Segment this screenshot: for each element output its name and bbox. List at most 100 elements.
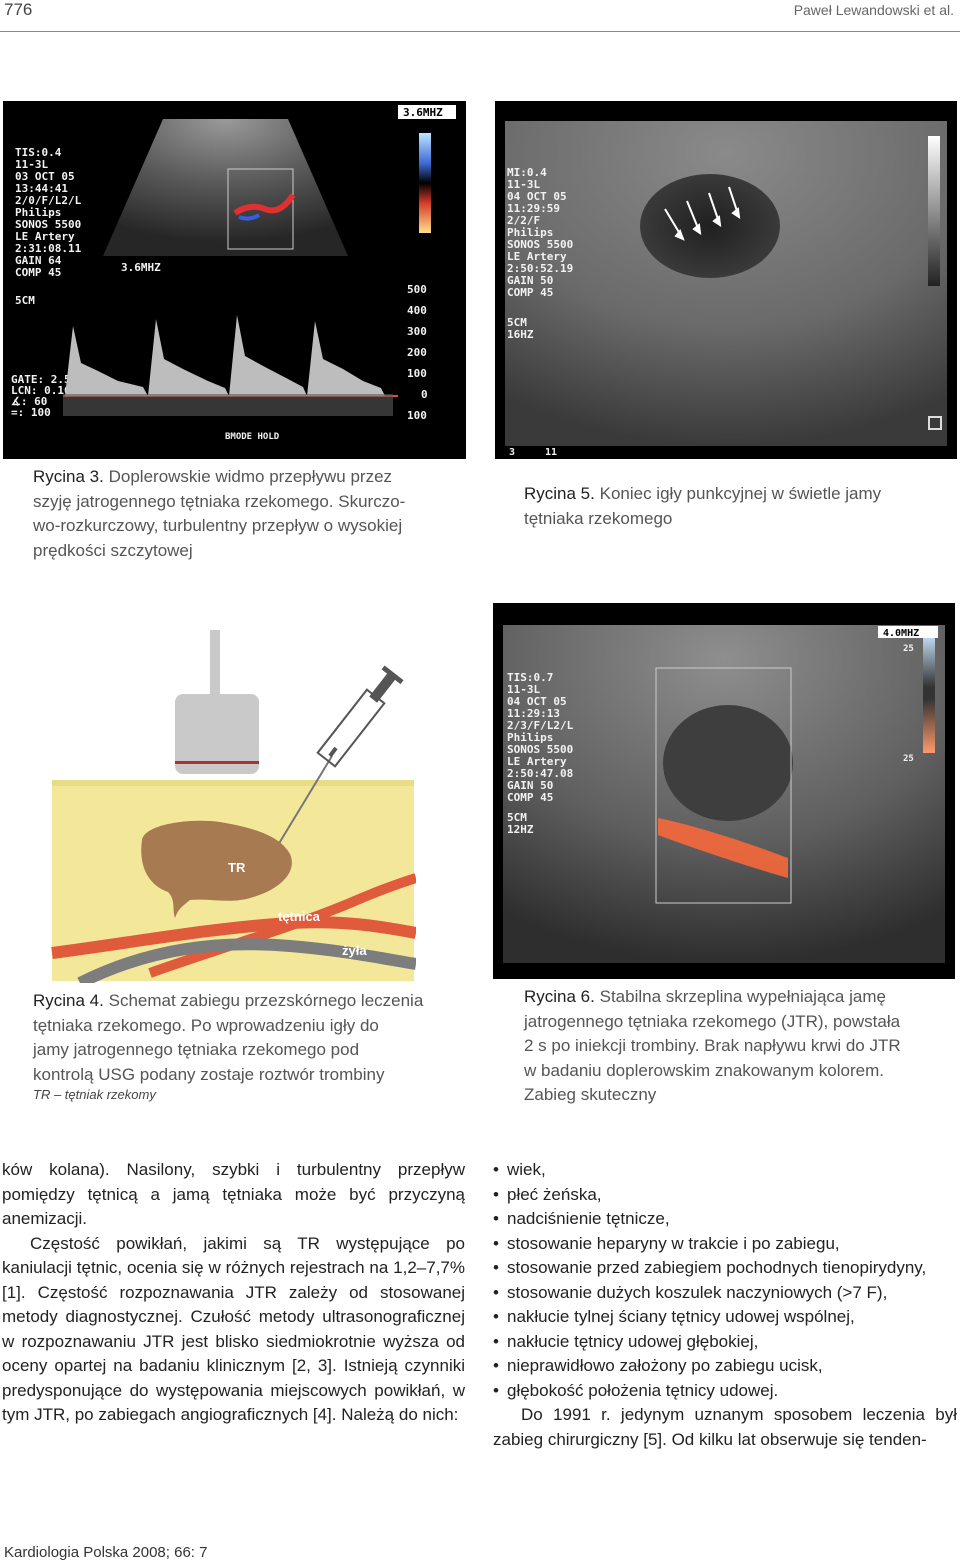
figure-3-label: Rycina 3. <box>33 467 104 486</box>
f6-param: TIS:0.7 <box>507 671 553 684</box>
figure-5-image: MI:0.4 11-3L 04 OCT 05 11:29:59 2/2/F Ph… <box>495 101 957 459</box>
needle <box>271 755 333 856</box>
ultrasound-probe <box>175 694 259 774</box>
f6-param: 2:50:47.08 <box>507 767 573 780</box>
f3-scale: 300 <box>407 325 427 338</box>
f5-param: Philips <box>507 226 553 239</box>
f3-freq-top: 3.6MHZ <box>403 106 443 119</box>
f5-param: 11:29:59 <box>507 202 560 215</box>
f6-param: COMP 45 <box>507 791 553 804</box>
figure-4-caption-line: Schemat zabiegu przezskórnego leczenia <box>108 991 424 1010</box>
f5-param: GAIN 50 <box>507 274 553 287</box>
figure-4-label: Rycina 4. <box>33 991 104 1010</box>
f3-param: SONOS 5500 <box>15 218 81 231</box>
figure-5-label: Rycina 5. <box>524 484 595 503</box>
artery-vessel <box>51 916 418 959</box>
list-item: nieprawidłowo założony po zabiegu ucisk, <box>493 1354 957 1379</box>
header-divider <box>0 31 960 32</box>
figure-4-diagram: TR tętnica żyła <box>50 628 418 989</box>
list-item: głębokość położenia tętnicy udowej. <box>493 1379 957 1404</box>
figure-3-caption: Rycina 3. Doplerowskie widmo przepływu p… <box>33 465 453 563</box>
figure-4-caption-line: tętniaka rzekomego. Po wprowadzeniu igły… <box>33 1015 379 1035</box>
body-left-column: ków kolana). Nasilony, szybki i turbulen… <box>2 1158 465 1428</box>
f3-param: 2/0/F/L2/L <box>15 194 82 207</box>
running-header-authors: Paweł Lewandowski et al. <box>793 2 954 18</box>
f5-depth: 5CM <box>507 316 527 329</box>
f3-gate: =: 100 <box>11 406 51 419</box>
figure-4-note: TR – tętniak rzekomy <box>33 1087 156 1102</box>
figure-6-label: Rycina 6. <box>524 987 595 1006</box>
list-item: nakłucie tętnicy udowej głębokiej, <box>493 1330 957 1355</box>
f3-param: TIS:0.4 <box>15 146 62 159</box>
figure-6-caption-line: jatrogennego tętniaka rzekomego (JTR), p… <box>524 1011 901 1031</box>
f3-param: COMP 45 <box>15 266 61 279</box>
f3-param: LE Artery <box>15 230 75 243</box>
f5-param: COMP 45 <box>507 286 553 299</box>
f6-param: 2/3/F/L2/L <box>507 719 574 732</box>
f5-corner: 3 <box>509 447 515 458</box>
f5-corner: 11 <box>545 447 557 458</box>
list-item: wiek, <box>493 1158 957 1183</box>
list-item: stosowanie przed zabiegiem pochodnych ti… <box>493 1256 957 1281</box>
f5-param: 2:50:52.19 <box>507 262 573 275</box>
f3-param: 03 OCT 05 <box>15 170 75 183</box>
f3-mode: BMODE HOLD <box>225 432 280 442</box>
artery-label: tętnica <box>278 909 321 924</box>
body-right-column: wiek, płeć żeńska, nadciśnienie tętnicze… <box>493 1158 957 1452</box>
figure-5-caption-line: tętniaka rzekomego <box>524 508 673 528</box>
figure-6-caption-line: Stabilna skrzeplina wypełniająca jamę <box>599 987 886 1006</box>
f3-param: 11-3L <box>15 158 48 171</box>
f5-param: MI:0.4 <box>507 166 547 179</box>
f5-param: 04 OCT 05 <box>507 190 567 203</box>
figure-5-caption: Rycina 5. Koniec igły punkcyjnej w świet… <box>524 482 944 531</box>
f3-param: GAIN 64 <box>15 254 62 267</box>
f3-param: 2:31:08.11 <box>15 242 82 255</box>
f6-scale: 25 <box>903 644 914 654</box>
body-paragraph: ków kolana). Nasilony, szybki i turbulen… <box>2 1160 465 1228</box>
page-number: 776 <box>4 0 33 19</box>
f3-scale: 500 <box>407 283 427 296</box>
f3-depth: 5CM <box>15 294 35 307</box>
f3-param: 13:44:41 <box>15 182 68 195</box>
f6-param: 11:29:13 <box>507 707 560 720</box>
f3-scale: 400 <box>407 304 427 317</box>
risk-factor-list: wiek, płeć żeńska, nadciśnienie tętnicze… <box>493 1158 957 1403</box>
tr-label: TR <box>228 860 246 875</box>
f5-param: 11-3L <box>507 178 540 191</box>
f5-param: 2/2/F <box>507 214 540 227</box>
figure-3-caption-line: wo-rozkurczowy, turbulentny przepływ o w… <box>33 516 403 535</box>
f6-param: 11-3L <box>507 683 540 696</box>
figure-6-caption: Rycina 6. Stabilna skrzeplina wypełniają… <box>524 985 944 1108</box>
figure-3-caption-line: szyję jatrogennego tętniaka rzekomego. S… <box>33 491 406 511</box>
f3-scale: 200 <box>407 346 427 359</box>
figure-4-caption: Rycina 4. Schemat zabiegu przezskórnego … <box>33 989 433 1087</box>
f6-param: SONOS 5500 <box>507 743 573 756</box>
figure-3-caption-line: prędkości szczytowej <box>33 540 193 560</box>
figure-3-image: 3.6MHZ TIS:0.4 11-3L 03 OCT 05 13:44:41 … <box>3 101 466 459</box>
f6-param: 04 OCT 05 <box>507 695 567 708</box>
figure-3-caption-line: Doplerowskie widmo przepływu przez <box>108 467 393 486</box>
list-item: nakłucie tylnej ściany tętnicy udowej ws… <box>493 1305 957 1330</box>
f6-param: Philips <box>507 731 553 744</box>
figure-4-caption-line: jamy jatrogennego tętniaka rzekomego pod <box>33 1040 360 1059</box>
f5-param: LE Artery <box>507 250 567 263</box>
f3-scale: 100 <box>407 367 427 380</box>
figure-6-image: 4.0MHZ TIS:0.7 11-3L 04 OCT 05 11:29:13 … <box>493 603 955 979</box>
vein-vessel <box>77 938 417 989</box>
journal-footer: Kardiologia Polska 2008; 66: 7 <box>4 1544 208 1561</box>
figure-6-caption-line: Zabieg skuteczny <box>524 1085 657 1104</box>
body-paragraph: Do 1991 r. jedynym uznanym sposobem lecz… <box>493 1405 957 1449</box>
f3-param: Philips <box>15 206 61 219</box>
f6-scale: 25 <box>903 754 914 764</box>
body-paragraph: Częstość powikłań, jakimi są TR występuj… <box>2 1233 465 1425</box>
list-item: płeć żeńska, <box>493 1183 957 1208</box>
list-item: nadciśnienie tętnicze, <box>493 1207 957 1232</box>
f3-freq-mid: 3.6MHZ <box>121 261 161 274</box>
vein-label: żyła <box>342 943 367 958</box>
f5-param: SONOS 5500 <box>507 238 573 251</box>
syringe <box>316 665 404 768</box>
f6-depth: 12HZ <box>507 823 534 836</box>
f6-depth: 5CM <box>507 811 527 824</box>
aneurysm-sac <box>141 820 292 918</box>
probe-cable <box>210 630 220 696</box>
